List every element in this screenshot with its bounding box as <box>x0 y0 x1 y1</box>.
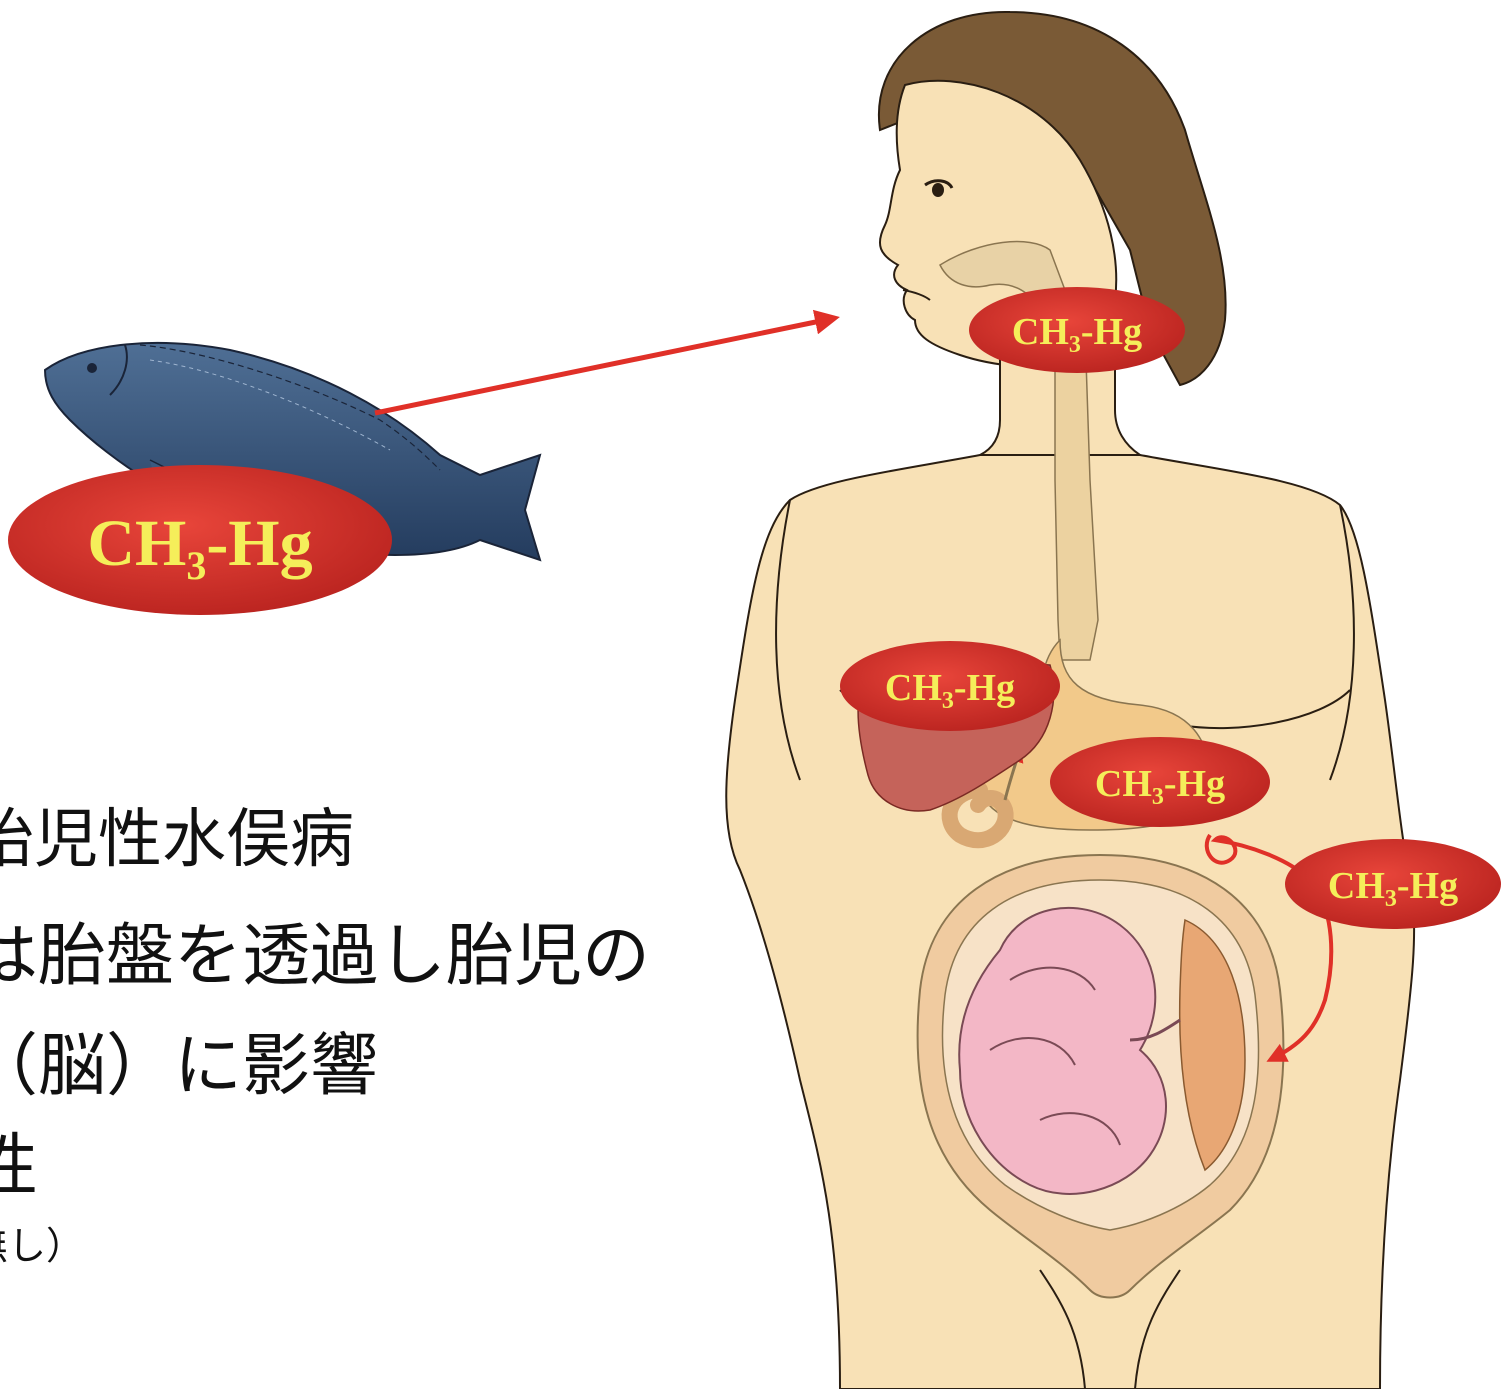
badge-placenta-sub: 3 <box>1385 886 1397 912</box>
badge-liver-rest: -Hg <box>954 667 1015 709</box>
text-line-2: は胎盤を透過し胎児の <box>0 900 650 999</box>
text-line-4: 性 <box>0 1110 38 1209</box>
badge-mouth-sub: 3 <box>1069 332 1081 358</box>
badge-intestine-main: CH <box>1095 763 1152 805</box>
woman-illustration <box>726 12 1414 1389</box>
badge-liver-sub: 3 <box>942 688 954 714</box>
badge-fish-rest: -Hg <box>206 507 312 580</box>
text-line-3: （脳）に影響 <box>0 1010 378 1109</box>
text-line-5: 無し） <box>0 1215 84 1270</box>
text-line-1: 胎児性水俣病 <box>0 788 354 880</box>
badge-placenta-main: CH <box>1328 865 1385 907</box>
badge-mouth: CH3-Hg <box>969 287 1185 373</box>
badge-fish-main: CH <box>87 507 186 580</box>
badge-liver-main: CH <box>885 667 942 709</box>
arrow-fish-to-mouth <box>375 318 835 413</box>
badge-fish: CH3-Hg <box>8 465 392 615</box>
badge-mouth-main: CH <box>1012 311 1069 353</box>
badge-fish-sub: 3 <box>186 543 206 588</box>
badge-placenta-rest: -Hg <box>1397 865 1458 907</box>
badge-mouth-rest: -Hg <box>1081 311 1142 353</box>
badge-liver: CH3-Hg <box>840 641 1060 731</box>
badge-placenta: CH3-Hg <box>1285 839 1501 929</box>
badge-intestine-rest: -Hg <box>1164 763 1225 805</box>
badge-intestine: CH3-Hg <box>1050 737 1270 827</box>
badge-intestine-sub: 3 <box>1152 784 1164 810</box>
